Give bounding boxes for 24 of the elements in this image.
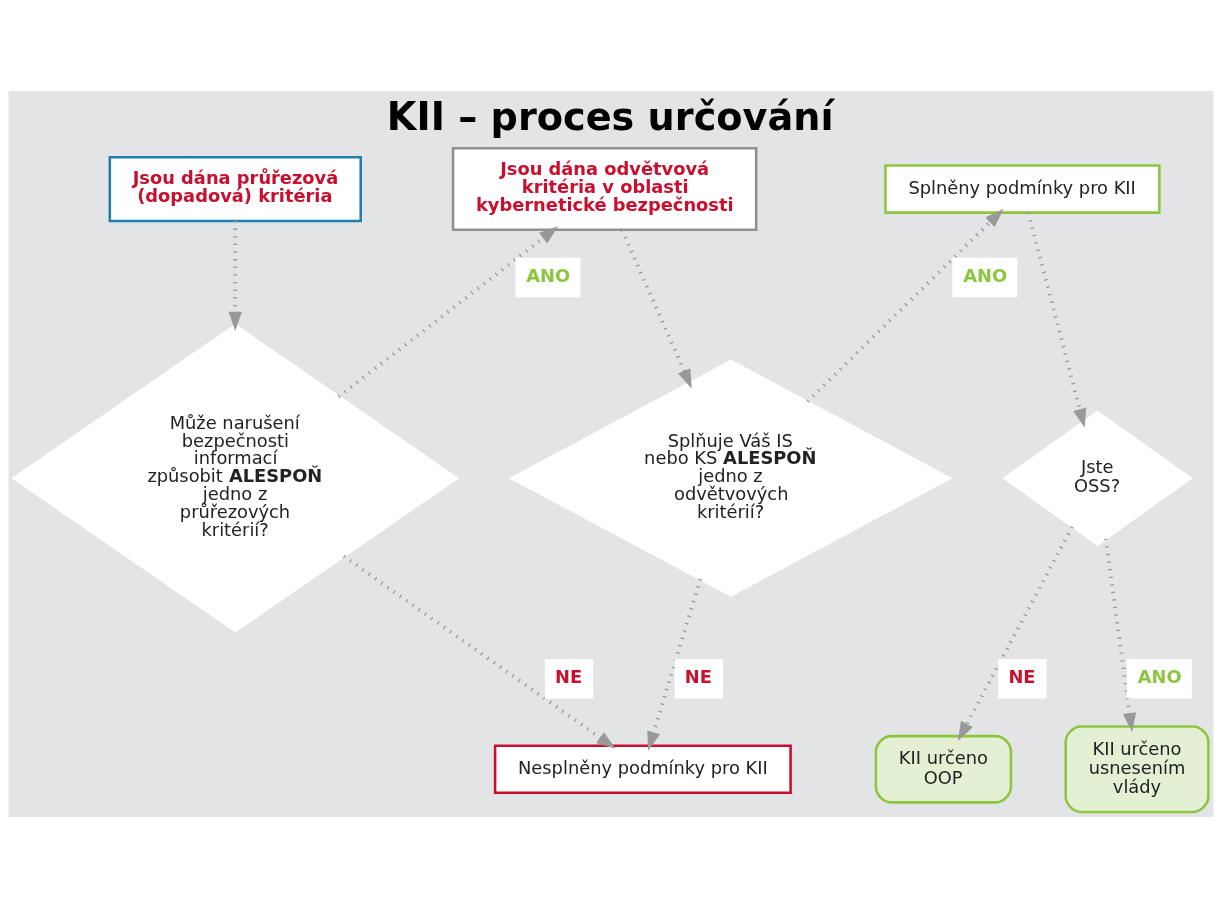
node-box: Jsou dána odvětvová kritéria v oblasti kybernetické bezpečnosti (451, 146, 758, 231)
node-diamond: Splňuje Váš IS nebo KS ALESPOŇ jedno z odvětvových kritérií? (508, 359, 953, 597)
arrow (1026, 211, 1087, 428)
node-box: KII určeno usnesením vlády (1064, 724, 1210, 813)
arrow (1103, 538, 1137, 732)
node-box: Jsou dána průřezová (dopadová) kritéria (108, 155, 362, 222)
arrow (337, 225, 559, 398)
edge-label: ANO (963, 264, 1008, 286)
edge-label: ANO (526, 264, 571, 286)
edge-label: NE (554, 665, 583, 687)
arrow (806, 208, 1004, 403)
node-box: Splněny podmínky pro KII (884, 163, 1161, 214)
arrow (342, 554, 616, 749)
edge-label: NE (1008, 665, 1036, 687)
diagram-title: KII – proces určování (386, 94, 834, 139)
node-box: KII určeno OOP (874, 734, 1013, 804)
edge-label: NE (684, 665, 712, 687)
arrow (957, 525, 1074, 741)
node-diamond: Může narušení bezpečnosti informací způsobit ALESPOŇ jedno z průřezových kritérií? (11, 323, 460, 633)
arrow (620, 228, 692, 388)
edge-label: ANO (1137, 665, 1182, 687)
arrow (647, 578, 703, 751)
node-box: Nesplněny podmínky pro KII (493, 743, 792, 794)
arrow (228, 220, 242, 331)
